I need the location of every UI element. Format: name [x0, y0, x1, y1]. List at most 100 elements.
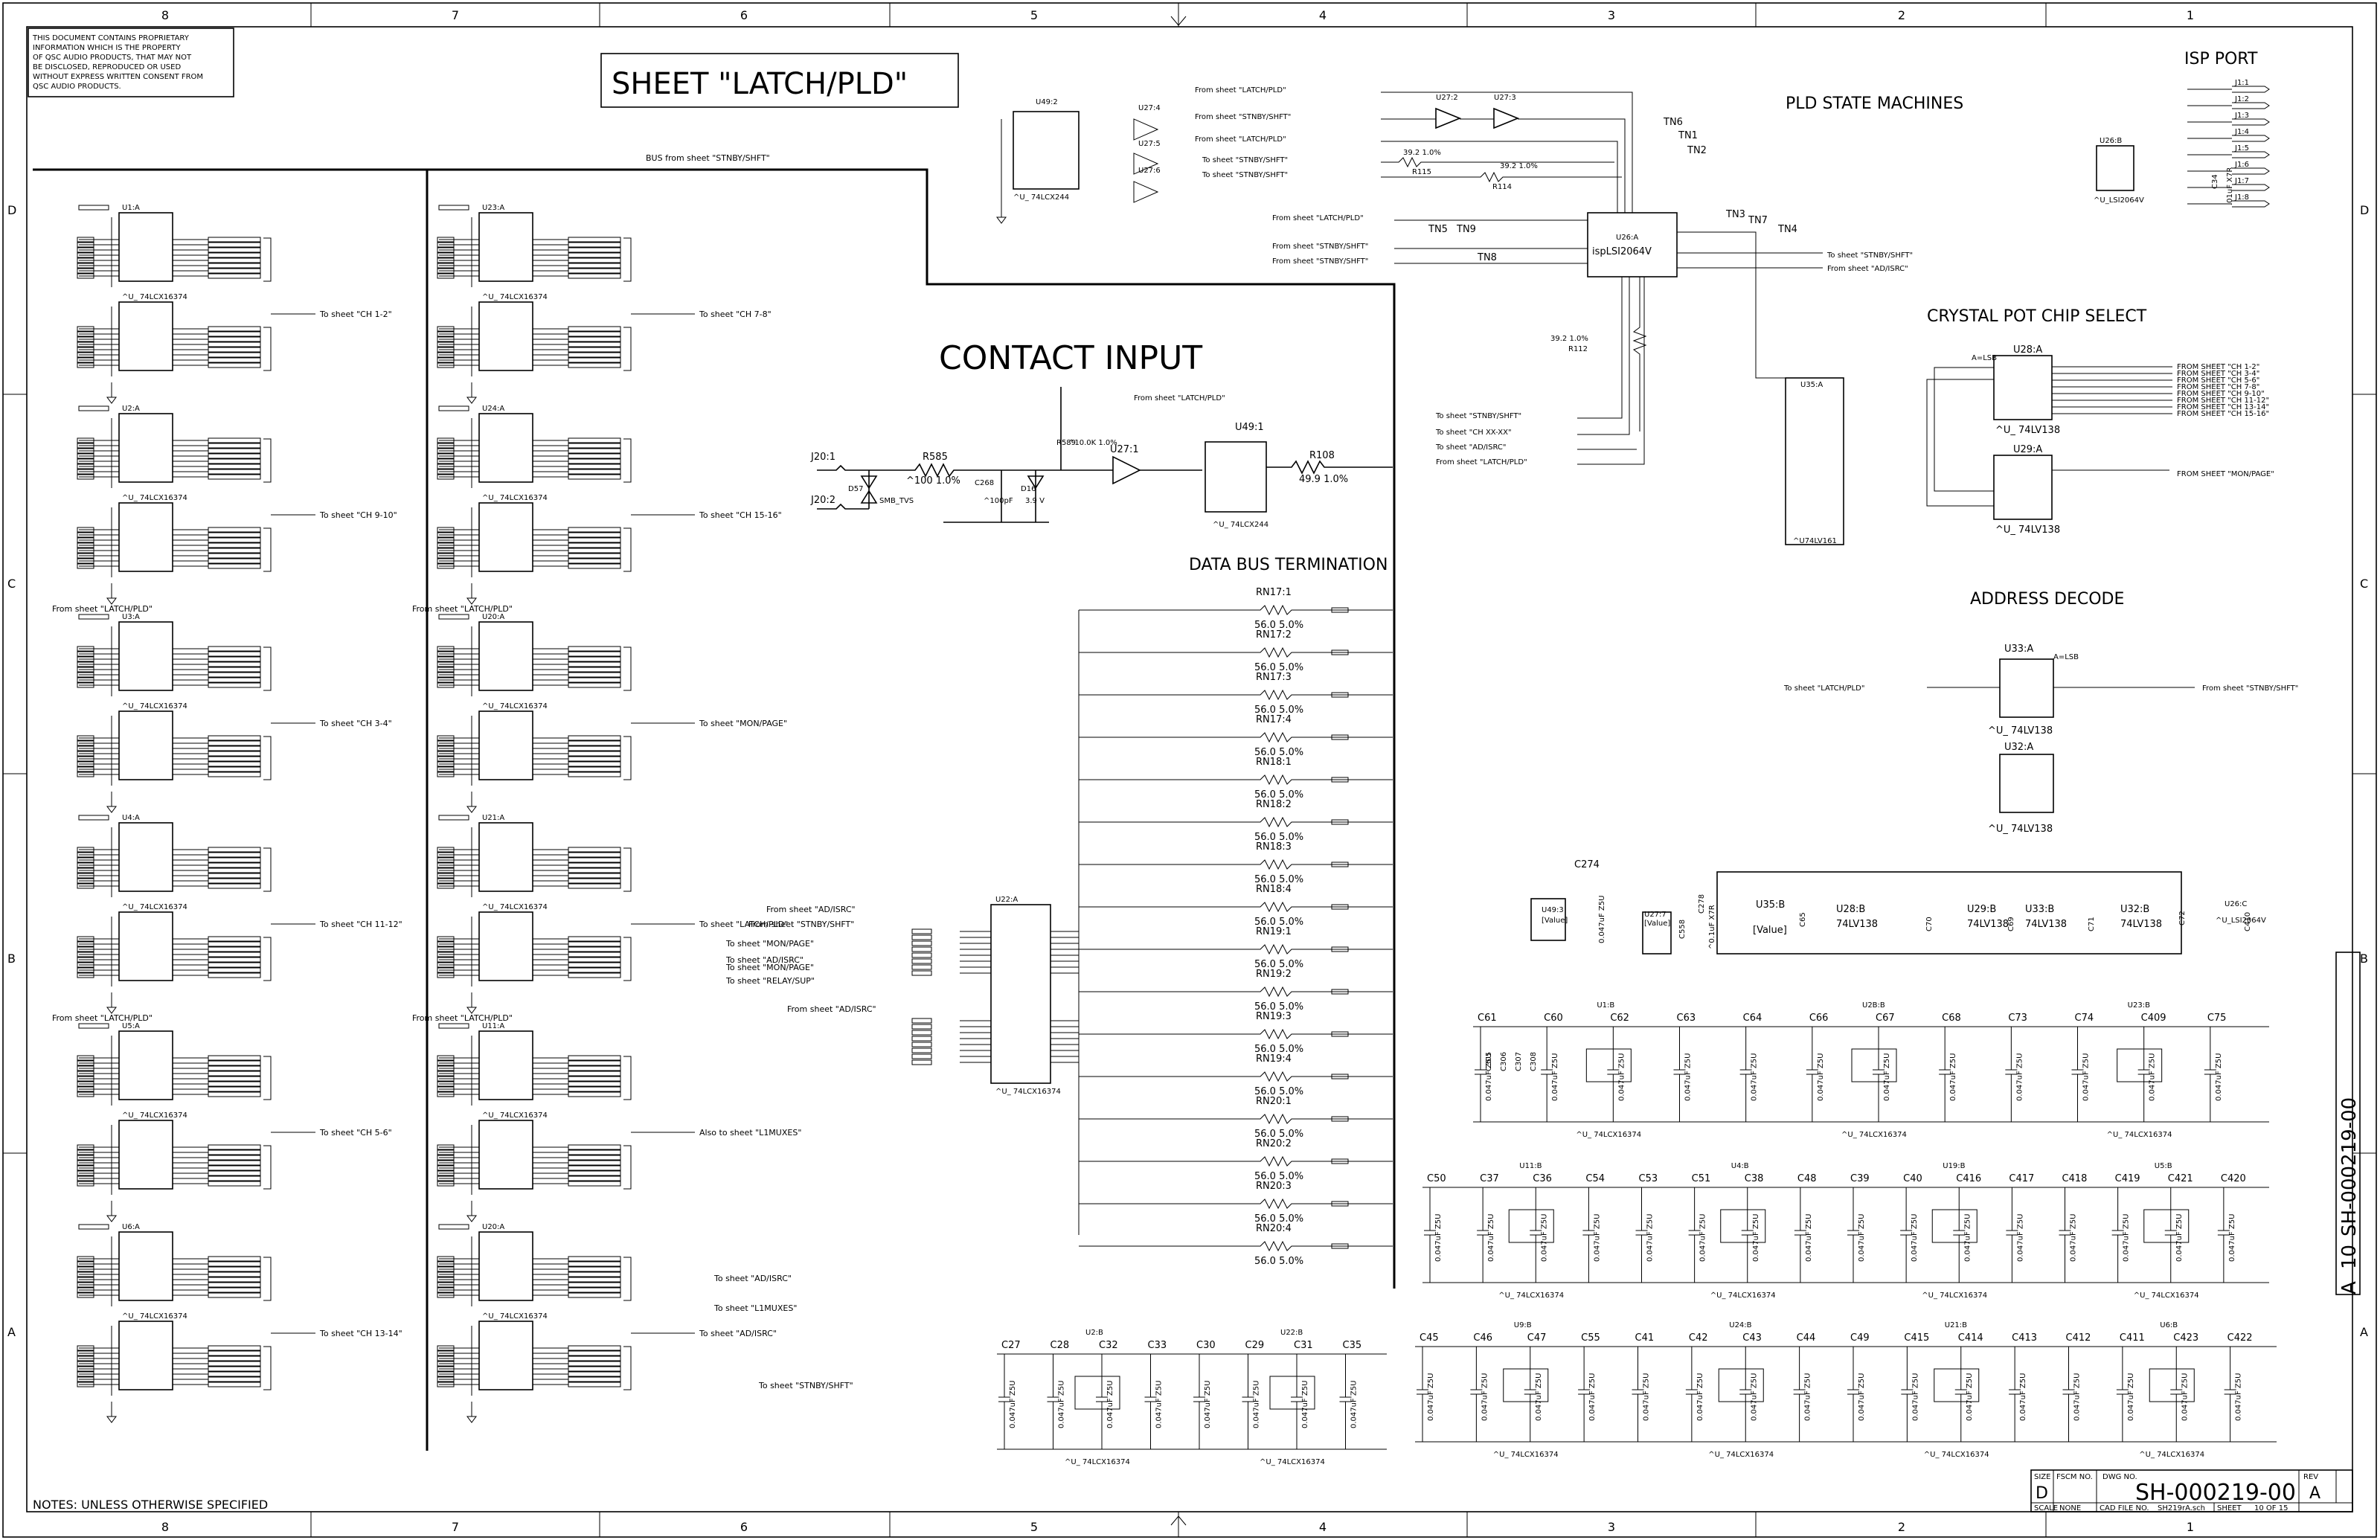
chip-ref: U28:A [2013, 344, 2042, 356]
resistor-symbol [1079, 986, 1393, 998]
net-flag [568, 1165, 621, 1171]
net-flag [568, 469, 621, 475]
net-flag [437, 646, 455, 652]
cad-file: SH219rA.sch [2158, 1504, 2205, 1512]
sheet-ref-label: From sheet "LATCH/PLD" [1195, 86, 1286, 94]
capacitor-value: 0.047uF Z5U [1684, 1053, 1693, 1101]
net-flag [437, 1292, 455, 1298]
net-flag [437, 1155, 455, 1161]
net-flag [208, 1060, 261, 1066]
net-flag [208, 362, 261, 368]
net-flag [437, 527, 455, 533]
pin-connector [2187, 167, 2270, 175]
net-flag [568, 867, 621, 873]
net-flag [208, 761, 261, 767]
net-flag [437, 1060, 455, 1066]
chip-ref: U32:B [2120, 904, 2149, 915]
net-flag [568, 1350, 621, 1356]
capacitor-value: 0.047uF Z5U [1643, 1373, 1651, 1421]
net-flag [568, 263, 621, 269]
capacitor-value: 0.047uF Z5U [2228, 1214, 2236, 1262]
sheet-ref-label: To sheet "MON/PAGE" [725, 963, 814, 972]
net-flag [77, 474, 94, 480]
net-flag [77, 1271, 94, 1277]
zone-number: 4 [1319, 8, 1327, 22]
net-flag [437, 469, 455, 475]
capacitor-value: 0.047uF Z5U [1434, 1214, 1443, 1262]
net-flag [437, 883, 455, 889]
capacitor-ref: C36 [1533, 1173, 1552, 1184]
sheet-ref-label: From sheet "LATCH/PLD" [1134, 394, 1225, 402]
net-flag [208, 952, 261, 957]
part-value: 39.2 1.0% [1403, 149, 1441, 157]
bracket [263, 1056, 272, 1100]
net-flag [568, 1181, 621, 1187]
bracket [263, 937, 272, 981]
capacitor-symbol [1096, 1354, 1108, 1449]
sheet-ref-label: To sheet "STNBY/SHFT" [1202, 156, 1288, 164]
bracket [623, 937, 632, 981]
section-title: CRYSTAL POT CHIP SELECT [1927, 307, 2147, 326]
net-flag [568, 957, 621, 963]
net-flag [77, 756, 94, 762]
test-point: TN5 [1428, 224, 1448, 235]
net-flag [208, 957, 261, 963]
net-flag [77, 558, 94, 564]
net-flag [437, 352, 455, 358]
chip-ref: U27:1 [1110, 444, 1139, 455]
net-flag [77, 336, 94, 342]
capacitor-value: 0.047uF Z5U [2070, 1214, 2078, 1262]
net-flag [77, 646, 94, 652]
latch-chip-body [118, 621, 173, 691]
net-flag [77, 740, 94, 746]
net-flag [437, 1376, 455, 1382]
net-flag [208, 972, 261, 978]
isp-connector-pins: J1:1J1:2J1:3J1:4J1:5J1:6J1:7J1:8 [2187, 79, 2270, 208]
zone-number-row-top: 8 7 6 5 4 3 2 1 [161, 8, 2194, 22]
net-flag [911, 940, 932, 946]
sheet-ref-label: FROM SHEET "CH 15-16" [2177, 410, 2269, 418]
capacitor-ref: C29 [1245, 1340, 1265, 1351]
net-flag [568, 1091, 621, 1097]
connector-ref: J20:1 [810, 452, 835, 463]
net-flag [437, 458, 455, 464]
net-flag [437, 448, 455, 454]
bracket [623, 1346, 632, 1390]
net-flag [77, 946, 94, 952]
net-flag [437, 331, 455, 337]
capacitor-ref: C32 [1099, 1340, 1118, 1351]
net-flag [1331, 1074, 1349, 1079]
capacitor-symbol [1635, 1187, 1648, 1283]
capacitor-value: 0.047uF Z5U [1949, 1053, 1957, 1101]
net-flag [568, 972, 621, 978]
latch-chip-body [118, 1120, 173, 1190]
chip-part: ^U_ 74LCX16374 [1922, 1292, 1987, 1300]
capacitor-value: 0.047uF Z5U [1911, 1214, 1919, 1262]
chip-part: 74LV138 [1967, 919, 2009, 930]
sheet-ref-label: From sheet "LATCH/PLD" [412, 604, 513, 614]
capacitor-ref: C308 [1530, 1052, 1538, 1071]
chip-ref: U1:A [122, 204, 140, 212]
net-flag [208, 273, 261, 279]
chip-ref: U35:B [1756, 899, 1785, 911]
net-flag [437, 967, 455, 973]
net-flag [437, 740, 455, 746]
sheet-ref-label: To sheet "AD/ISRC" [1435, 443, 1507, 452]
bracket [263, 527, 272, 572]
net-flag [208, 247, 261, 253]
capacitor-ref: C411 [2120, 1332, 2145, 1344]
test-point: TN9 [1456, 224, 1476, 235]
test-point: TN2 [1687, 145, 1707, 156]
capacitor-value: 0.047uF Z5U [1858, 1214, 1866, 1262]
net-flag [437, 474, 455, 480]
sheet-ref-label: FROM SHEET "CH 13-14" [2177, 403, 2269, 411]
capacitor-ref: C39 [1850, 1173, 1870, 1184]
net-flag [437, 268, 455, 274]
capacitor-value: 0.047uF Z5U [2181, 1373, 2189, 1421]
net-flag [568, 1345, 621, 1351]
stamp-sheet: 10 [2338, 1245, 2361, 1269]
part-ref: C34 [2211, 174, 2219, 189]
chip-ref: U29:B [1967, 904, 1996, 915]
bracket [623, 438, 632, 483]
